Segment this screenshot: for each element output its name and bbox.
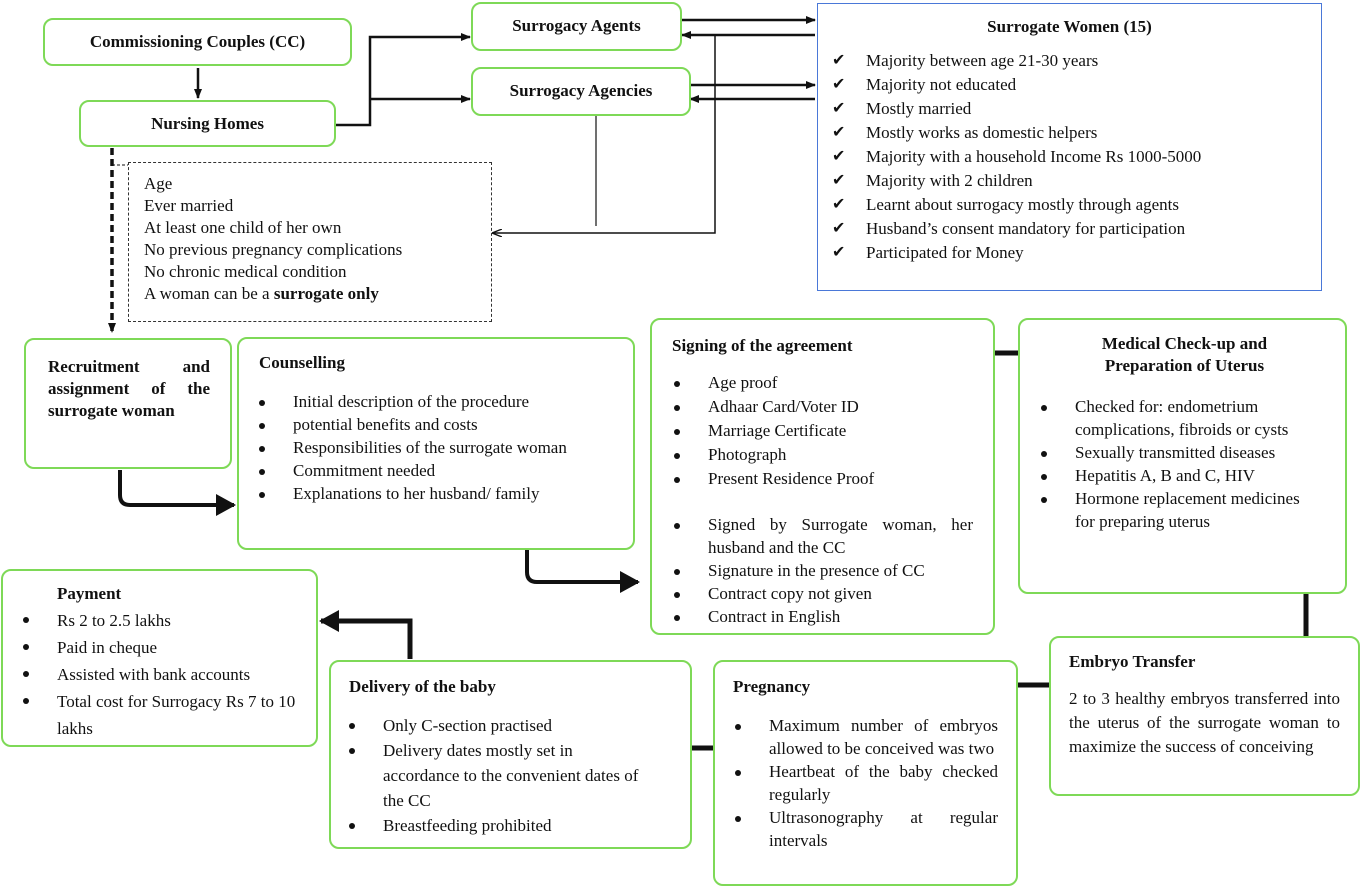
embryo-transfer-title: Embryo Transfer (1069, 652, 1196, 671)
delivery-box: Delivery of the baby Only C-section prac… (329, 660, 692, 849)
list-item: Responsibilities of the surrogate woman (259, 436, 573, 459)
arrow-nursing-to-agents (336, 33, 471, 127)
agreement-title: Signing of the agreement (672, 336, 853, 355)
list-item: Paid in cheque (23, 634, 302, 661)
agreement-terms-list: Signed by Surrogate woman, her husband a… (674, 513, 973, 628)
cc-title: Commissioning Couples (CC) (89, 32, 306, 51)
nursing-homes-title: Nursing Homes (151, 114, 264, 133)
cc-box: Commissioning Couples (CC) (43, 18, 352, 66)
recruitment-box: Recruitment and assignment of the surrog… (24, 338, 232, 469)
agents-title: Surrogacy Agents (512, 16, 641, 35)
embryo-transfer-box: Embryo Transfer 2 to 3 healthy embryos t… (1049, 636, 1360, 796)
list-item: Only C-section practised (349, 713, 672, 738)
list-item: Age proof (674, 371, 973, 395)
arrow-delivery-to-payment (319, 610, 413, 659)
arrow-recruit-to-counselling (118, 470, 236, 516)
list-item: Hormone replacement medicines for prepar… (1041, 487, 1305, 533)
medical-checkup-title: Medical Check-up and Preparation of Uter… (1101, 334, 1268, 375)
list-item: Maximum number of embryos allowed to be … (735, 716, 998, 758)
list-item: Signature in the presence of CC (674, 559, 973, 582)
list-item: Photograph (674, 443, 973, 467)
list-item: Learnt about surrogacy mostly through ag… (832, 193, 1321, 217)
pregnancy-list: Maximum number of embryos allowed to be … (735, 714, 998, 852)
surrogate-women-list: Majority between age 21-30 years Majorit… (832, 49, 1321, 265)
list-item: Explanations to her husband/ family (259, 482, 615, 505)
list-item: Husband’s consent mandatory for particip… (832, 217, 1321, 241)
criteria-item: Age (144, 174, 173, 193)
list-item: Mostly works as domestic helpers (832, 121, 1321, 145)
list-item: potential benefits and costs (259, 413, 615, 436)
arrow-counselling-to-agreement (525, 550, 640, 593)
list-item: Commitment needed (259, 459, 615, 482)
list-item: Signed by Surrogate woman, her husband a… (674, 515, 973, 557)
payment-box: Payment Rs 2 to 2.5 lakhs Paid in cheque… (1, 569, 318, 747)
criteria-item: Ever married (144, 196, 234, 215)
list-item: Participated for Money (832, 241, 1321, 265)
agents-box: Surrogacy Agents (471, 2, 682, 51)
list-item: Contract copy not given (674, 582, 973, 605)
list-item: Hepatitis A, B and C, HIV (1041, 464, 1329, 487)
medical-checkup-list: Checked for: endometrium complications, … (1041, 395, 1329, 533)
agencies-title: Surrogacy Agencies (509, 81, 653, 100)
list-item: Checked for: endometrium complications, … (1041, 395, 1315, 441)
surrogate-women-title: Surrogate Women (15) (987, 17, 1152, 36)
criteria-item: No chronic medical condition (144, 262, 347, 281)
payment-list: Rs 2 to 2.5 lakhs Paid in cheque Assiste… (23, 607, 302, 742)
medical-checkup-box: Medical Check-up and Preparation of Uter… (1018, 318, 1347, 594)
payment-title: Payment (57, 584, 122, 603)
list-item: Delivery dates mostly set in accordance … (349, 738, 641, 813)
criteria-item-last: A woman can be a surrogate only (144, 283, 491, 305)
recruitment-title: Recruitment and assignment of the surrog… (48, 357, 210, 420)
list-item: Assisted with bank accounts (23, 661, 302, 688)
list-item: Rs 2 to 2.5 lakhs (23, 607, 302, 634)
list-item: Heartbeat of the baby checked regularly (735, 762, 998, 804)
list-item: Breastfeeding prohibited (349, 813, 672, 838)
counselling-title: Counselling (259, 353, 345, 372)
agreement-box: Signing of the agreement Age proof Adhaa… (650, 318, 995, 635)
nursing-homes-box: Nursing Homes (79, 100, 336, 147)
counselling-list: Initial description of the procedure pot… (259, 390, 615, 505)
list-item: Majority not educated (832, 73, 1321, 97)
list-item: Majority with a household Income Rs 1000… (832, 145, 1321, 169)
selection-criteria-box: Age Ever married At least one child of h… (128, 162, 492, 322)
embryo-transfer-text: 2 to 3 healthy embryos transferred into … (1069, 689, 1340, 756)
list-item: Marriage Certificate (674, 419, 973, 443)
delivery-title: Delivery of the baby (349, 677, 496, 696)
list-item: Initial description of the procedure (259, 390, 615, 413)
surrogate-women-box: Surrogate Women (15) Majority between ag… (817, 3, 1322, 291)
criteria-item: At least one child of her own (144, 218, 342, 237)
pregnancy-title: Pregnancy (733, 677, 811, 696)
list-item: Ultrasonography at regular intervals (735, 808, 998, 850)
list-item: Sexually transmitted diseases (1041, 441, 1329, 464)
criteria-last-prefix: A woman can be a (144, 284, 274, 303)
list-item: Total cost for Surrogacy Rs 7 to 10 lakh… (23, 688, 307, 742)
agreement-docs-list: Age proof Adhaar Card/Voter ID Marriage … (674, 371, 973, 491)
list-item: Present Residence Proof (674, 467, 973, 491)
agencies-box: Surrogacy Agencies (471, 67, 691, 116)
list-item: Majority between age 21-30 years (832, 49, 1321, 73)
arrow-to-criteria (493, 35, 716, 233)
criteria-item: No previous pregnancy complications (144, 240, 403, 259)
list-item: Mostly married (832, 97, 1321, 121)
delivery-list: Only C-section practised Delivery dates … (349, 713, 672, 838)
list-item: Majority with 2 children (832, 169, 1321, 193)
counselling-box: Counselling Initial description of the p… (237, 337, 635, 550)
list-item: Contract in English (674, 605, 973, 628)
list-item: Adhaar Card/Voter ID (674, 395, 973, 419)
pregnancy-box: Pregnancy Maximum number of embryos allo… (713, 660, 1018, 886)
criteria-last-bold: surrogate only (273, 284, 379, 303)
